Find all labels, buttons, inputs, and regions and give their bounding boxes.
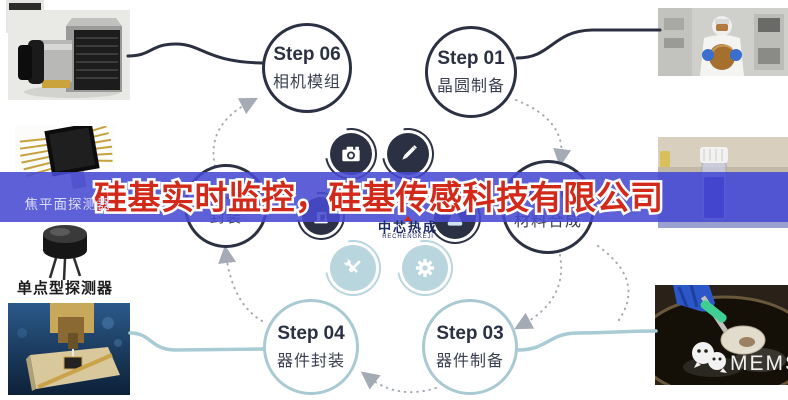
wechat-icon — [692, 342, 727, 373]
logo-name: 中芯热成 — [377, 220, 438, 235]
logo-mark-icon — [404, 216, 412, 221]
step-06-label: 相机模组 — [272, 74, 341, 91]
tools-icon — [330, 245, 376, 291]
fpa-detector-label: 焦平面探测器 — [24, 197, 112, 212]
step-04-label: 器件封装 — [276, 353, 345, 370]
company-logo: 中芯热成 RECHENGKEJI — [355, 216, 461, 241]
camera-icon — [330, 133, 372, 175]
camera-module-photo — [8, 10, 130, 100]
step-03-label: 器件制备 — [435, 353, 504, 370]
banner-title: 硅基实时监控，硅基传感科技有限公司 — [94, 179, 664, 216]
banner-title-svg: 硅基实时监控，硅基传感科技有限公司 — [92, 177, 666, 219]
pencil-icon — [387, 133, 429, 175]
title-banner — [0, 172, 788, 222]
single-point-detector-label: 单点型探测器 — [16, 280, 113, 297]
logo-subtext: RECHENGKEJI — [382, 234, 434, 240]
gear-icon — [402, 245, 448, 291]
step-01-label: 晶圆制备 — [436, 78, 505, 95]
single-point-detector-photo — [30, 220, 100, 282]
cleanroom-photo — [658, 8, 788, 76]
wire-bonder-photo — [8, 303, 130, 395]
